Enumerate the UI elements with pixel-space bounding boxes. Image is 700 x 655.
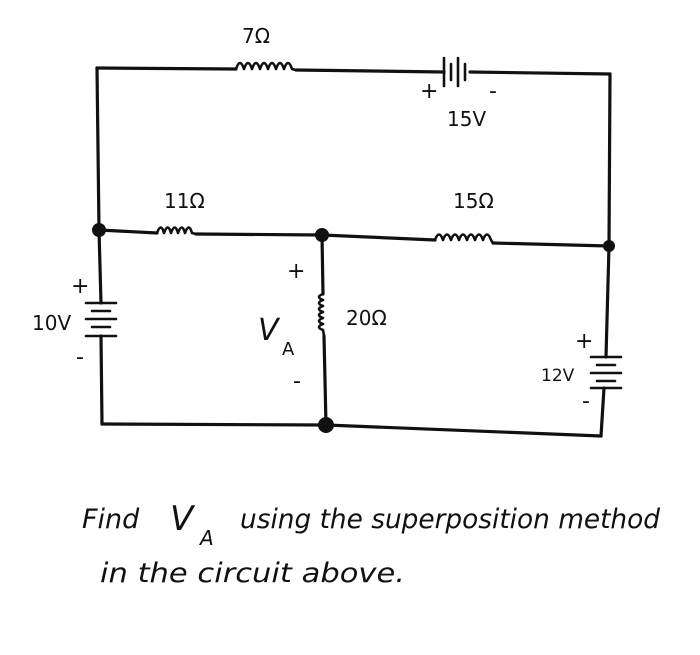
wire-bottom-left: [100, 422, 328, 427]
problem-find: Find: [82, 504, 140, 535]
source-12v: + - 12V: [541, 329, 623, 414]
resistor-15-ohm-label: 15Ω: [453, 189, 494, 213]
resistor-20-ohm: 20Ω: [317, 292, 387, 338]
wire-left-lower: [99, 334, 104, 426]
wire-left-upper: [97, 228, 103, 305]
va-subscript: A: [282, 339, 295, 360]
resistor-15-ohm-symbol: [433, 233, 495, 245]
resistor-7-ohm-symbol: [234, 61, 298, 72]
wire-mid-left2: [194, 232, 324, 237]
va-letter: V: [258, 313, 281, 348]
wire-center-lower: [322, 334, 328, 427]
problem-line2: in the circuit above.: [100, 558, 405, 589]
node-left: [92, 223, 106, 237]
wires: [95, 66, 612, 438]
node-center-top: [315, 228, 329, 242]
source-10v-minus: -: [76, 345, 84, 370]
problem-va-subscript: A: [198, 526, 214, 550]
va-plus: +: [287, 259, 305, 284]
wire-center-upper: [320, 233, 325, 296]
source-10v-label: 10V: [32, 311, 71, 335]
va-minus: -: [293, 369, 301, 394]
source-10v-plus: +: [71, 274, 89, 299]
wire-bottom-right: [324, 423, 603, 438]
wire-mid-right2: [491, 241, 611, 248]
source-12v-minus: -: [582, 389, 590, 414]
problem-line1-rest: using the superposition method: [240, 504, 661, 535]
source-15v-plus: +: [420, 79, 438, 104]
resistor-11-ohm-symbol: [155, 226, 198, 236]
wire-top-mid-horizontal: [294, 68, 446, 74]
source-12v-plus: +: [575, 329, 593, 354]
wire-right-upper: [604, 244, 611, 359]
nodes: [92, 223, 615, 433]
resistor-11-ohm-label: 11Ω: [164, 189, 205, 213]
source-12v-label: 12V: [541, 366, 575, 386]
wire-mid-left: [97, 228, 159, 235]
resistor-20-ohm-symbol: [317, 292, 326, 338]
problem-va-letter: V: [170, 499, 196, 539]
node-right: [603, 240, 615, 252]
node-center-bottom: [318, 417, 334, 433]
va-measurement: + V A -: [258, 259, 305, 394]
source-10v: + - 10V: [32, 274, 118, 370]
resistor-20-ohm-label: 20Ω: [346, 306, 387, 330]
problem-statement: Find V A using the superposition method …: [82, 499, 661, 589]
source-15v-minus: -: [489, 79, 497, 104]
wire-top-left-vertical: [95, 66, 101, 232]
resistor-7-ohm-label: 7Ω: [242, 24, 270, 48]
resistor-11-ohm: 11Ω: [155, 189, 205, 236]
resistor-15-ohm: 15Ω: [433, 189, 495, 245]
source-15v: + - 15V: [420, 56, 497, 131]
wire-top-left-horizontal: [95, 66, 238, 71]
resistor-7-ohm: 7Ω: [234, 24, 298, 72]
wire-top-right-horizontal: [468, 70, 612, 76]
wire-top-right-vertical: [607, 72, 612, 248]
source-15v-label: 15V: [447, 107, 486, 131]
wire-right-lower: [599, 386, 606, 438]
wire-mid-right: [320, 233, 437, 242]
